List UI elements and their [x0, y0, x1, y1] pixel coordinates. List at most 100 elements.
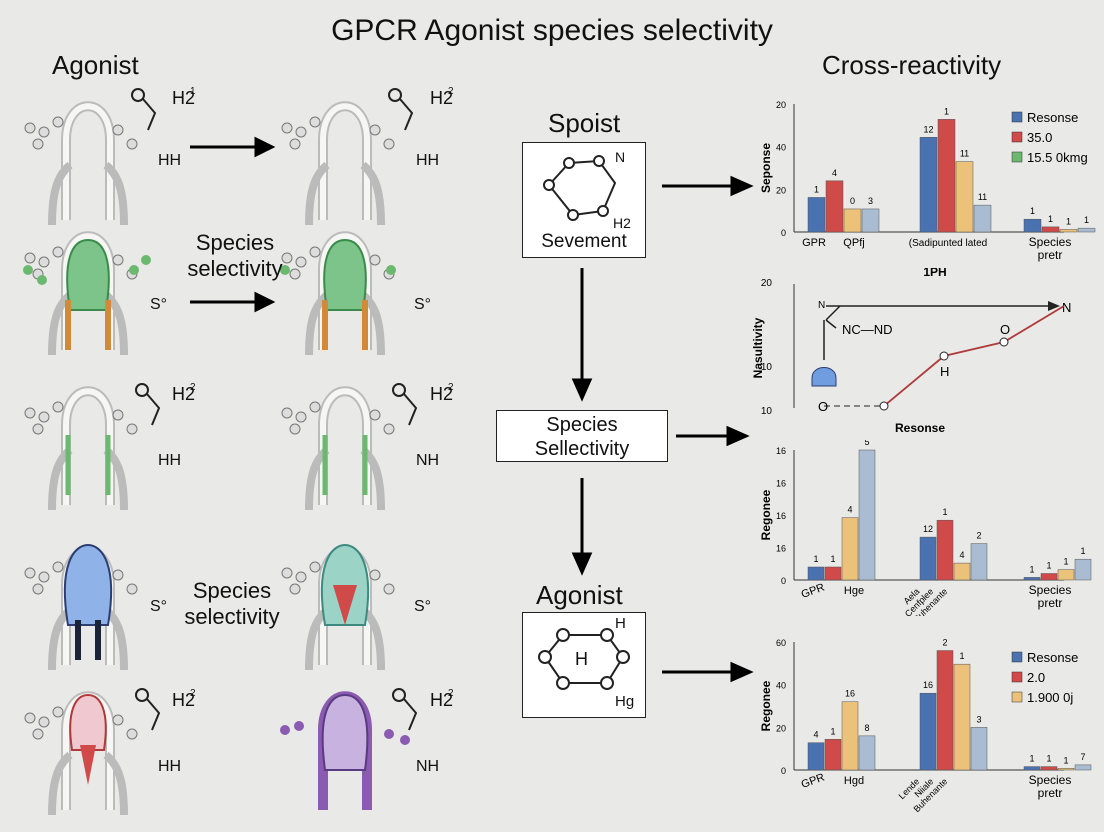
x-group-label: GPR: [800, 771, 827, 790]
species-selectivity-box: Species Sellectivity: [496, 410, 668, 462]
sel1-line2: selectivity: [187, 256, 283, 281]
species-selectivity-label-2: Species selectivity: [174, 578, 290, 630]
legend-label: Resonse: [1027, 650, 1078, 665]
bar-value-label: 11: [978, 192, 987, 202]
mol-superscript-6: 2: [448, 688, 454, 699]
bar: [1023, 766, 1041, 771]
bar-value-label: 5: [864, 440, 869, 447]
left-heading: Agonist: [52, 50, 139, 80]
bar-value-label: 1: [1063, 557, 1068, 567]
spoist-caption: Sevement: [541, 231, 627, 252]
receptor-row5-right: [280, 691, 410, 810]
x-group-label: pretr: [1038, 786, 1063, 800]
arrow-species-down: [571, 478, 593, 576]
x-group-label: Species: [1029, 235, 1072, 249]
mol-label-r3c: H2: [430, 384, 454, 404]
y-tick-label: 20: [776, 100, 786, 110]
arrow-to-chart4: [662, 661, 754, 683]
bar-value-label: 4: [959, 550, 964, 560]
x-group-label: Species: [1029, 583, 1072, 597]
receptor-row3-right: [282, 391, 394, 510]
arrow-row2: [190, 291, 276, 313]
receptor-illustrations: [0, 88, 418, 832]
agonist-label: Agonist: [536, 580, 623, 610]
mol-label-r2a: S°: [150, 296, 168, 313]
annotation-label: N: [818, 300, 825, 311]
bar-value-label: 2: [976, 531, 981, 541]
annotation-line: [825, 305, 841, 321]
bar: [953, 562, 971, 581]
bar-value-label: 3: [976, 714, 981, 724]
receptor-row1-left: [25, 106, 137, 225]
bar-value-label: 1: [944, 106, 949, 116]
mol-superscript-2: 2: [448, 86, 454, 97]
bar-value-label: 1: [1029, 564, 1034, 574]
mol-label-r5a: H2: [172, 690, 196, 710]
receptor-row5-left: [25, 695, 137, 815]
bar-value-label: 16: [845, 689, 855, 699]
y-tick-label: 10: [761, 406, 773, 417]
y-tick-label: 16: [776, 511, 786, 521]
bar: [1041, 226, 1060, 233]
mol-label-r3a: H2: [172, 384, 196, 404]
legend-swatch: [1011, 131, 1023, 143]
legend-label: 15.5 0kmg: [1027, 150, 1088, 165]
bar: [936, 519, 954, 581]
bar-value-label: 1: [1046, 754, 1051, 764]
mol-superscript-4: 2: [448, 382, 454, 393]
bar: [919, 692, 937, 771]
bar-value-label: 1: [830, 726, 835, 736]
bar-value-label: 4: [832, 168, 837, 178]
receptor-row4-left: [25, 543, 137, 670]
bar: [970, 543, 988, 581]
bar-value-label: 8: [864, 723, 869, 733]
point-label: O: [1000, 322, 1010, 337]
bar-value-label: 1: [1063, 755, 1068, 765]
x-extra-label: Hge: [844, 585, 864, 597]
mol-label-r1a: H2: [172, 88, 196, 108]
y-axis-label: Regonee: [759, 489, 773, 540]
legend-label: 35.0: [1027, 130, 1052, 145]
bar: [919, 137, 938, 233]
bar: [1057, 768, 1075, 771]
receptor-row3-left: [25, 391, 137, 510]
sel2-line1: Species: [192, 578, 272, 603]
receptor-row4-right: [282, 543, 394, 670]
bar-value-label: 1: [1046, 561, 1051, 571]
legend-label: 2.0: [1027, 670, 1045, 685]
legend-swatch: [1011, 151, 1023, 163]
bar: [919, 536, 937, 581]
receptor-row1-right: [282, 106, 394, 225]
bar-value-label: 0: [850, 196, 855, 206]
bar: [824, 566, 842, 581]
bar: [807, 197, 826, 233]
bar: [1040, 766, 1058, 771]
annotation-label: NC—ND: [842, 322, 893, 337]
mol-label-r5d: NH: [416, 758, 440, 775]
arrow-to-chart2: [676, 425, 750, 447]
y-tick-label: 60: [776, 638, 786, 648]
flow-arrows: [571, 175, 754, 683]
mol-label-r2b: S°: [414, 296, 432, 313]
x-group-label: (Sadipunted lated: [909, 238, 987, 249]
y-tick-label: 0: [781, 576, 786, 586]
bar: [858, 449, 876, 581]
x-extra-label: QPfj: [843, 237, 864, 249]
y-tick-label: 16: [776, 446, 786, 456]
mol-label-r4b: S°: [414, 598, 432, 615]
agonist-box: H H Hg: [522, 612, 646, 718]
bar: [1040, 573, 1058, 581]
spoist-atom-h2: H2: [613, 215, 631, 231]
bar: [1023, 577, 1041, 581]
x-group-label: pretr: [1038, 248, 1063, 262]
y-tick-label: 40: [776, 681, 786, 691]
bar: [1023, 218, 1042, 233]
spoist-label: Spoist: [548, 108, 621, 138]
legend-swatch: [1011, 651, 1023, 663]
arrow-to-chart1: [662, 175, 754, 197]
bar-value-label: 1: [942, 507, 947, 517]
agonist-atom-hg: Hg: [615, 693, 635, 710]
bar: [936, 650, 954, 771]
